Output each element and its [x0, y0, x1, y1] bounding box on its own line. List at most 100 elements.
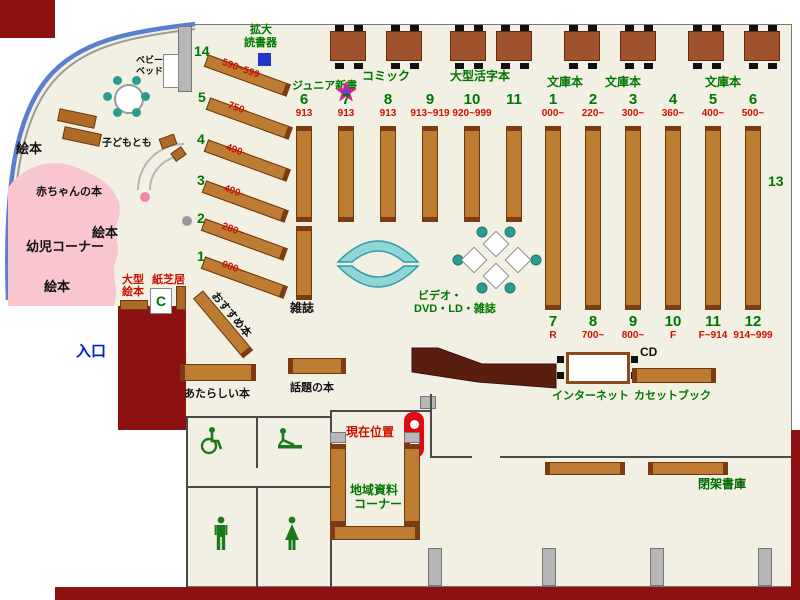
picture-books-label: 絵本 [16, 141, 43, 156]
magnifier-label-1: 拡大 [250, 24, 272, 36]
bunko-label: 文庫本 [705, 75, 742, 89]
bookshelf [296, 126, 312, 222]
pillar [404, 432, 420, 443]
infant-corner-area [8, 163, 120, 306]
reading-table [330, 25, 366, 69]
service-counter [411, 347, 557, 389]
kamishibai-label: 紙芝居 [152, 274, 185, 286]
magazines-label: 雑誌 [290, 301, 315, 315]
copier-label: C [155, 293, 167, 309]
womens-toilet-icon [285, 516, 299, 550]
chair-dot [141, 92, 150, 101]
wall [430, 394, 432, 458]
wall-block-topleft [0, 0, 55, 38]
baby-bed-label-1: ベビー [136, 55, 164, 65]
reading-table [620, 25, 656, 69]
wall [500, 456, 791, 458]
mens-toilet-icon [214, 516, 228, 550]
bookshelf [545, 126, 561, 310]
picture-books-label: 絵本 [44, 279, 71, 294]
current-position-label: 現在位置 [346, 425, 395, 439]
closed-stacks-label: 閉架書庫 [698, 477, 747, 491]
shelf-13-label: 13 [768, 173, 784, 189]
reading-table [450, 25, 486, 69]
baby-books-label: 赤ちゃんの本 [36, 186, 102, 198]
wall [432, 456, 472, 458]
wall [256, 486, 258, 587]
magazine-shelf [296, 226, 312, 300]
local-corner-shelf [404, 444, 420, 526]
large-picture-books-label-2: 絵本 [122, 286, 144, 298]
internet-label: インターネット [552, 390, 629, 402]
magnifier-device [258, 53, 271, 66]
baby-changing-icon [278, 428, 302, 449]
internet-table [566, 352, 630, 384]
bunko-label: 文庫本 [547, 75, 584, 89]
shelf-number: 5 [198, 89, 206, 105]
shelf-number: 4 [197, 131, 205, 147]
pillar [420, 396, 436, 409]
wall [332, 410, 432, 412]
pillar [428, 548, 442, 586]
shelf-number: 3 [197, 172, 205, 188]
cassette-books-label: カセットブック [634, 390, 711, 402]
bookshelf [120, 300, 148, 310]
video-label-2: DVD・LD・雑誌 [414, 303, 496, 315]
pillar [542, 548, 556, 586]
wall-stub [178, 26, 192, 92]
bookshelf [705, 126, 721, 310]
new-books-shelf [180, 364, 256, 381]
local-corner-label-1: 地域資料 [350, 483, 399, 497]
wall-block-bottom [55, 587, 800, 600]
star-marker-icon [336, 82, 356, 102]
wall [256, 416, 258, 468]
chair-dot [113, 108, 122, 117]
cassette-shelf [632, 368, 716, 383]
bookshelf [585, 126, 601, 310]
picture-books-label: 絵本 [92, 225, 119, 240]
baby-bed [163, 54, 179, 88]
pillar [758, 548, 772, 586]
wheelchair-icon [200, 427, 223, 455]
bookshelf [648, 462, 728, 475]
reading-table [688, 25, 724, 69]
kodomotomo-label: 子どもとも [102, 138, 152, 149]
copier: C [150, 288, 172, 314]
reading-table [496, 25, 532, 69]
topical-books-label: 話題の本 [290, 382, 334, 394]
gray-stool [182, 216, 192, 226]
pillar [650, 548, 664, 586]
reading-table [386, 25, 422, 69]
shelf-number: 14 [194, 43, 210, 59]
pink-stool [140, 192, 150, 202]
reading-table [564, 25, 600, 69]
magnifier-label-2: 読書器 [244, 37, 277, 49]
wall-block-entrance [118, 306, 186, 430]
wall [186, 416, 188, 587]
bookshelf [506, 126, 522, 222]
bookshelf [665, 126, 681, 310]
chair-dot [132, 108, 141, 117]
new-books-label: あたらしい本 [184, 388, 250, 400]
cd-label: CD [640, 345, 658, 359]
local-corner-shelf [330, 444, 346, 526]
av-tables [452, 226, 542, 294]
bookshelf [745, 126, 761, 310]
bookshelf [338, 126, 354, 222]
video-label-1: ビデオ・ [418, 290, 462, 302]
